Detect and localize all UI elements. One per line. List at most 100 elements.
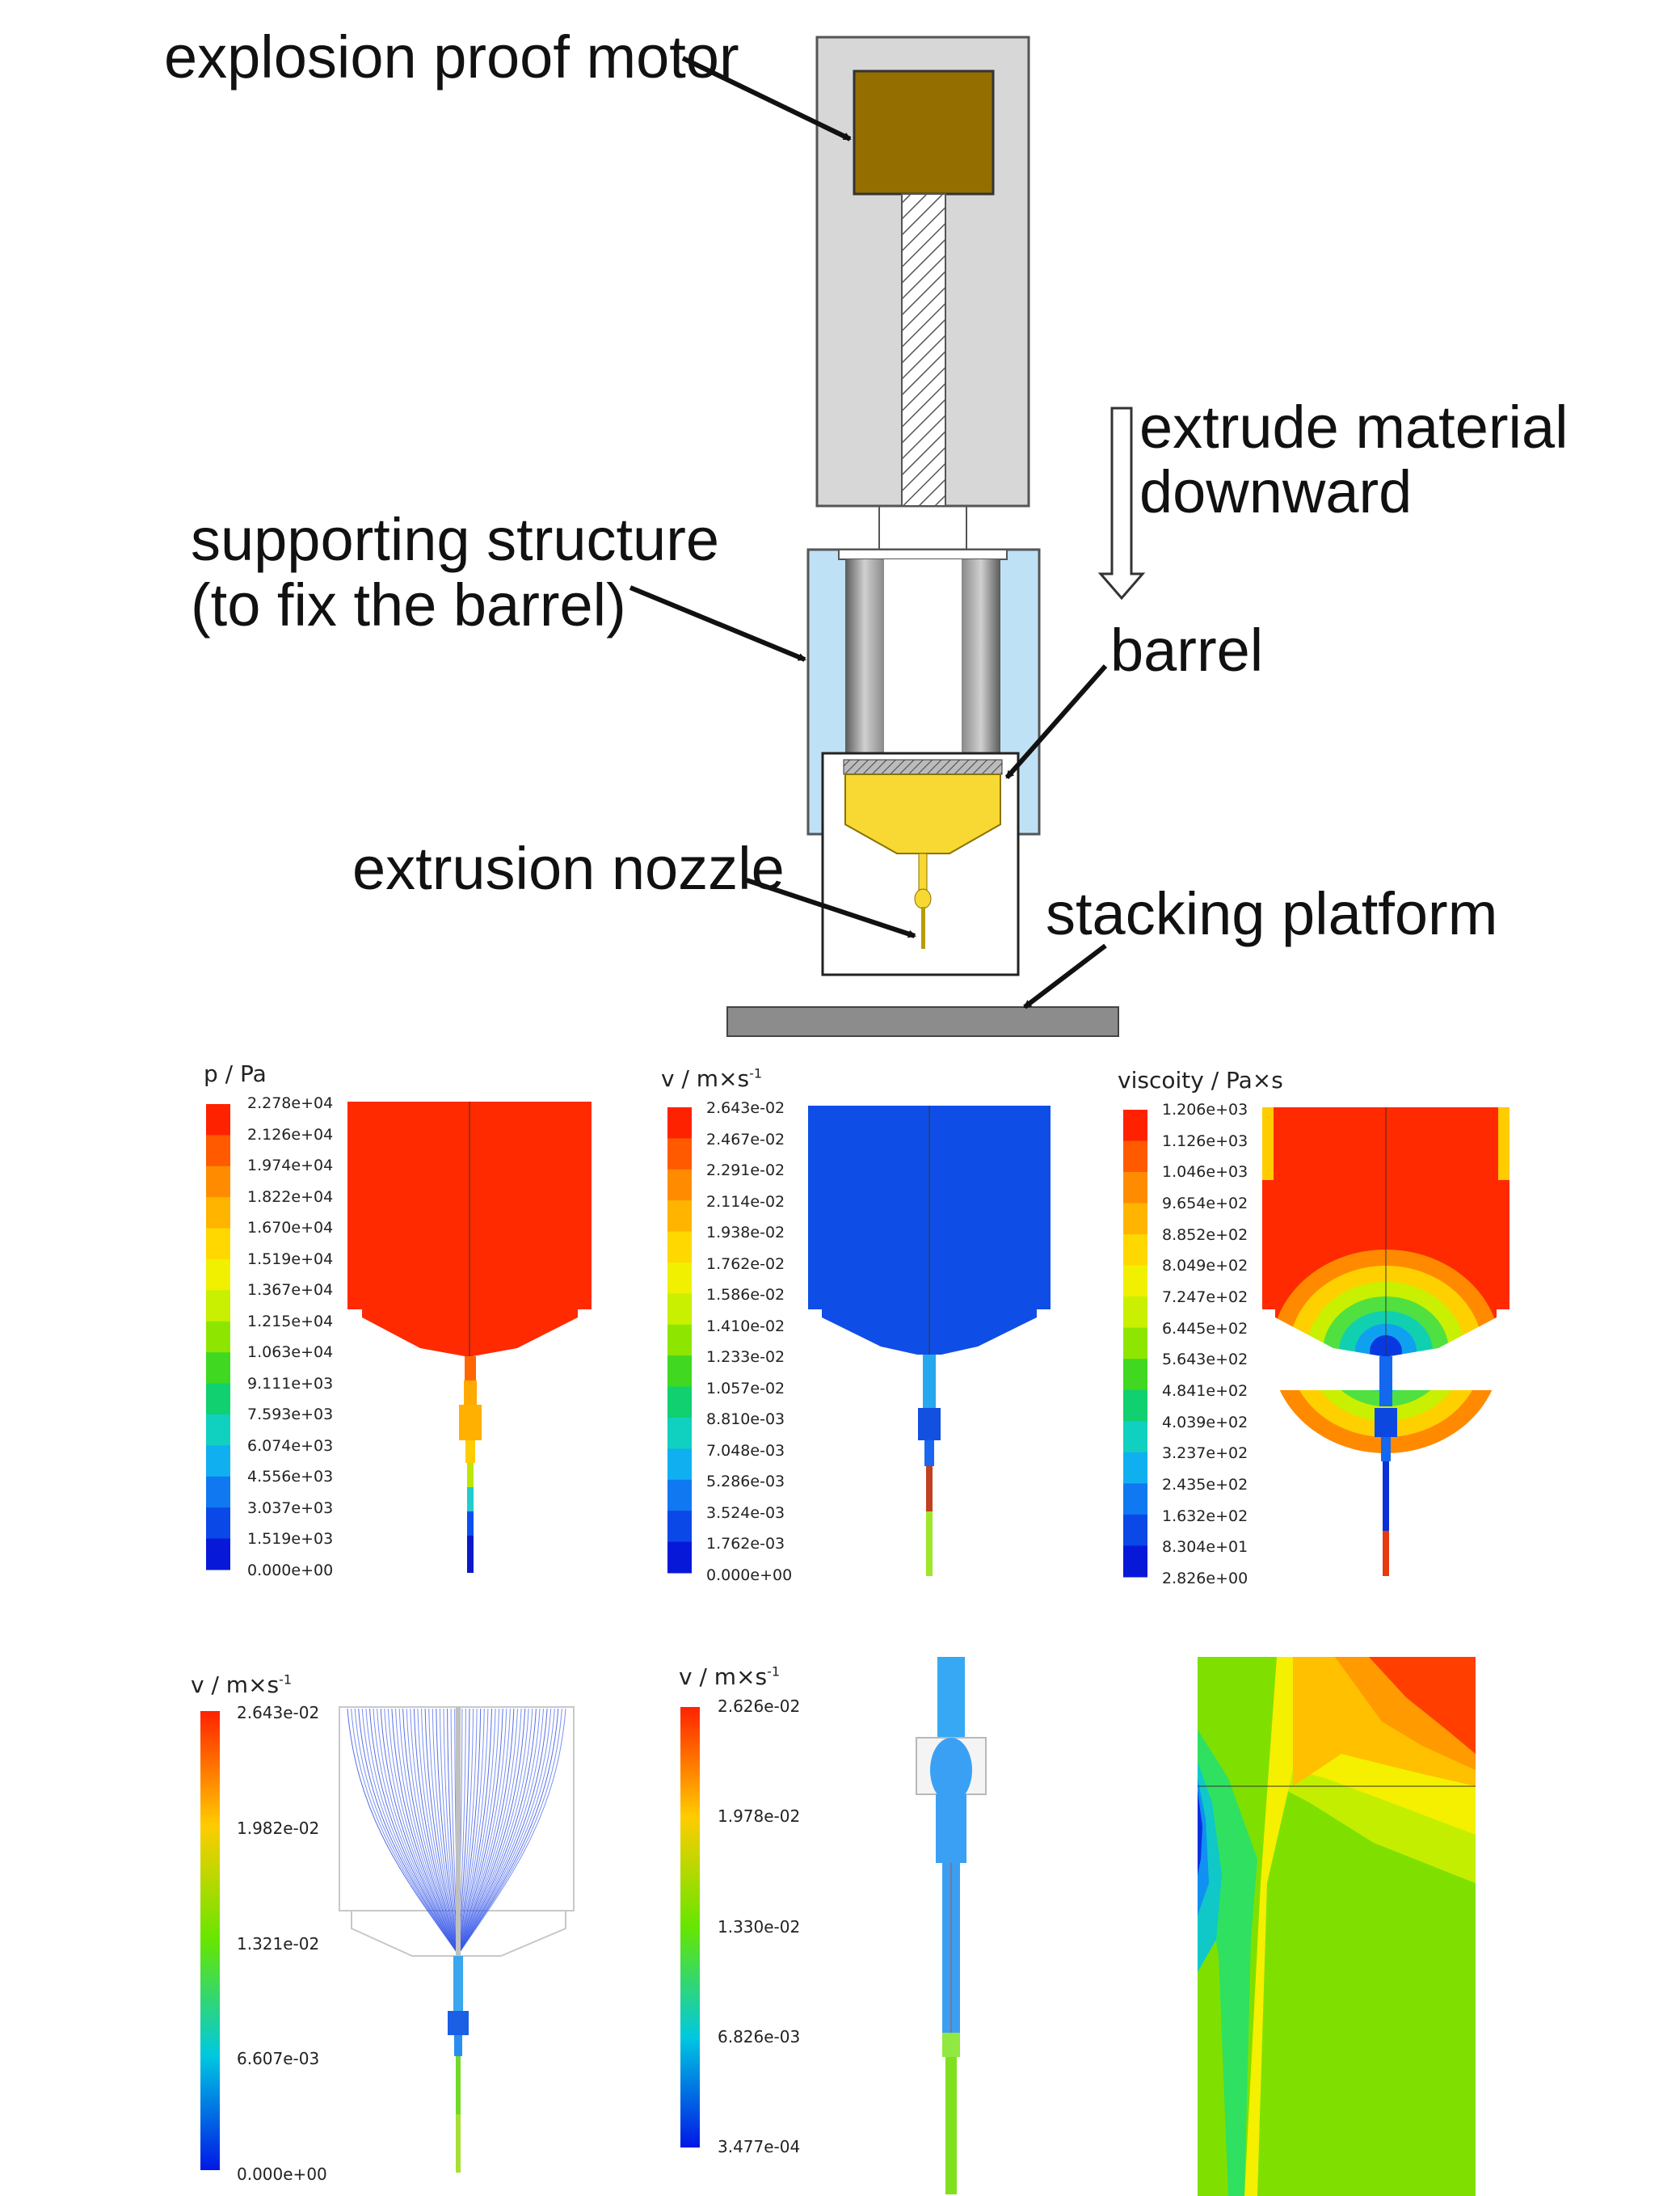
tick-label: 2.643e-02	[706, 1099, 785, 1117]
colorbar-band	[1123, 1483, 1147, 1515]
tick-label: 2.826e+00	[1162, 1570, 1248, 1587]
streamline	[351, 1708, 459, 1955]
tick-label: 1.586e-02	[706, 1286, 785, 1305]
motor	[853, 70, 995, 196]
tick-label: 8.810e-03	[706, 1410, 785, 1429]
streamline	[361, 1708, 459, 1955]
support-label-line2: (to fix the barrel)	[191, 571, 626, 639]
tick-label: 3.037e+03	[247, 1498, 334, 1517]
nozzle-velocity-colorbar	[680, 1707, 700, 2148]
tick-label: 6.074e+03	[247, 1436, 334, 1455]
streamline	[457, 1708, 541, 1955]
streamline	[457, 1708, 485, 1955]
colorbar-band	[1123, 1140, 1147, 1173]
streamline	[457, 1708, 559, 1955]
streamline	[457, 1708, 507, 1955]
tick-label: 1.762e-02	[706, 1254, 785, 1273]
streamline-field	[339, 1706, 575, 2173]
tick-label: 6.607e-03	[237, 2049, 320, 2069]
tick-label: 5.286e-03	[706, 1473, 785, 1491]
streamline	[402, 1708, 459, 1955]
streamline	[457, 1708, 555, 1955]
tick-label: 1.670e+04	[247, 1219, 334, 1237]
tick-label: 2.291e-02	[706, 1161, 785, 1180]
colorbar-band	[1123, 1452, 1147, 1484]
streamline	[428, 1708, 459, 1955]
tick-label: 2.114e-02	[706, 1192, 785, 1211]
colorbar-band	[667, 1355, 692, 1388]
tick-label: 1.822e+04	[247, 1187, 334, 1206]
tick-label: 6.826e-03	[718, 2026, 801, 2046]
streamline	[457, 1708, 544, 1955]
tick-label: 7.048e-03	[706, 1441, 785, 1460]
colorbar-band	[1123, 1545, 1147, 1578]
colorbar-band	[667, 1541, 692, 1574]
tick-label: 7.247e+02	[1162, 1288, 1248, 1306]
tick-label: 1.762e-03	[706, 1535, 785, 1553]
barrel-paste	[844, 773, 1001, 854]
colorbar-band	[667, 1169, 692, 1201]
tick-label: 0.000e+00	[247, 1562, 334, 1579]
streamline-colorbar	[200, 1711, 220, 2170]
colorbar-band	[1123, 1265, 1147, 1297]
colorbar-band	[206, 1197, 230, 1229]
streamline-colorbar-title: v / m×s-1	[191, 1671, 293, 1698]
nozzle-label: extrusion nozzle	[352, 835, 785, 902]
colorbar-band	[1123, 1172, 1147, 1204]
tick-label: 1.632e+02	[1162, 1507, 1248, 1525]
piston-right	[962, 559, 1000, 753]
colorbar-band	[667, 1262, 692, 1294]
tick-label: 0.000e+00	[706, 1566, 793, 1584]
nozzle-velocity-colorbar-title: v / m×s-1	[679, 1663, 781, 1690]
colorbar-band	[206, 1290, 230, 1322]
tick-label: 7.593e+03	[247, 1406, 334, 1424]
streamline	[457, 1708, 518, 1955]
streamline	[457, 1708, 552, 1955]
streamline	[457, 1708, 533, 1955]
extrude-label-line2: downward	[1139, 458, 1413, 525]
tick-label: 1.063e+04	[247, 1343, 334, 1362]
colorbar-band	[1123, 1327, 1147, 1359]
colorbar-band	[1123, 1359, 1147, 1391]
streamline	[369, 1708, 459, 1955]
pressure-colorbar	[206, 1104, 230, 1570]
tick-label: 1.330e-02	[718, 1916, 801, 1937]
viscosity-field	[1262, 1107, 1509, 1576]
tick-label: 2.467e-02	[706, 1130, 785, 1149]
streamline	[457, 1708, 500, 1955]
streamline	[380, 1708, 459, 1955]
velocity-colorbar-title: v / m×s-1	[661, 1065, 763, 1092]
colorbar-band	[667, 1324, 692, 1356]
tick-label: 1.215e+04	[247, 1312, 334, 1330]
colorbar-band	[1123, 1389, 1147, 1422]
tick-label: 2.643e-02	[237, 1703, 320, 1722]
tick-label: 2.278e+04	[247, 1094, 334, 1112]
streamline	[354, 1708, 459, 1955]
stacking-platform	[726, 1006, 1119, 1037]
streamline	[443, 1708, 459, 1955]
tick-label: 1.233e-02	[706, 1348, 785, 1367]
tick-label: 1.978e-02	[718, 1806, 801, 1827]
streamline	[391, 1708, 459, 1955]
streamline	[395, 1708, 459, 1955]
zoom-contour	[1198, 1657, 1476, 2196]
extrude-arrow	[1097, 407, 1146, 601]
streamline	[439, 1708, 459, 1955]
extrude-label-line1: extrude material	[1139, 394, 1568, 461]
colorbar-band	[1123, 1514, 1147, 1546]
tick-label: 1.367e+04	[247, 1281, 334, 1300]
motor-label: explosion proof motor	[164, 23, 739, 91]
colorbar-band	[206, 1383, 230, 1415]
tick-label: 4.841e+02	[1162, 1382, 1248, 1400]
streamline	[457, 1708, 482, 1955]
tick-label: 4.556e+03	[247, 1468, 334, 1486]
support-label-line1: supporting structure	[191, 506, 720, 573]
tick-label: 8.304e+01	[1162, 1538, 1248, 1557]
colorbar-band	[206, 1165, 230, 1198]
tick-label: 9.654e+02	[1162, 1195, 1248, 1212]
streamline	[406, 1708, 459, 1955]
streamline	[436, 1708, 459, 1955]
colorbar-band	[206, 1104, 230, 1136]
streamline	[457, 1708, 529, 1955]
colorbar-band	[206, 1259, 230, 1291]
